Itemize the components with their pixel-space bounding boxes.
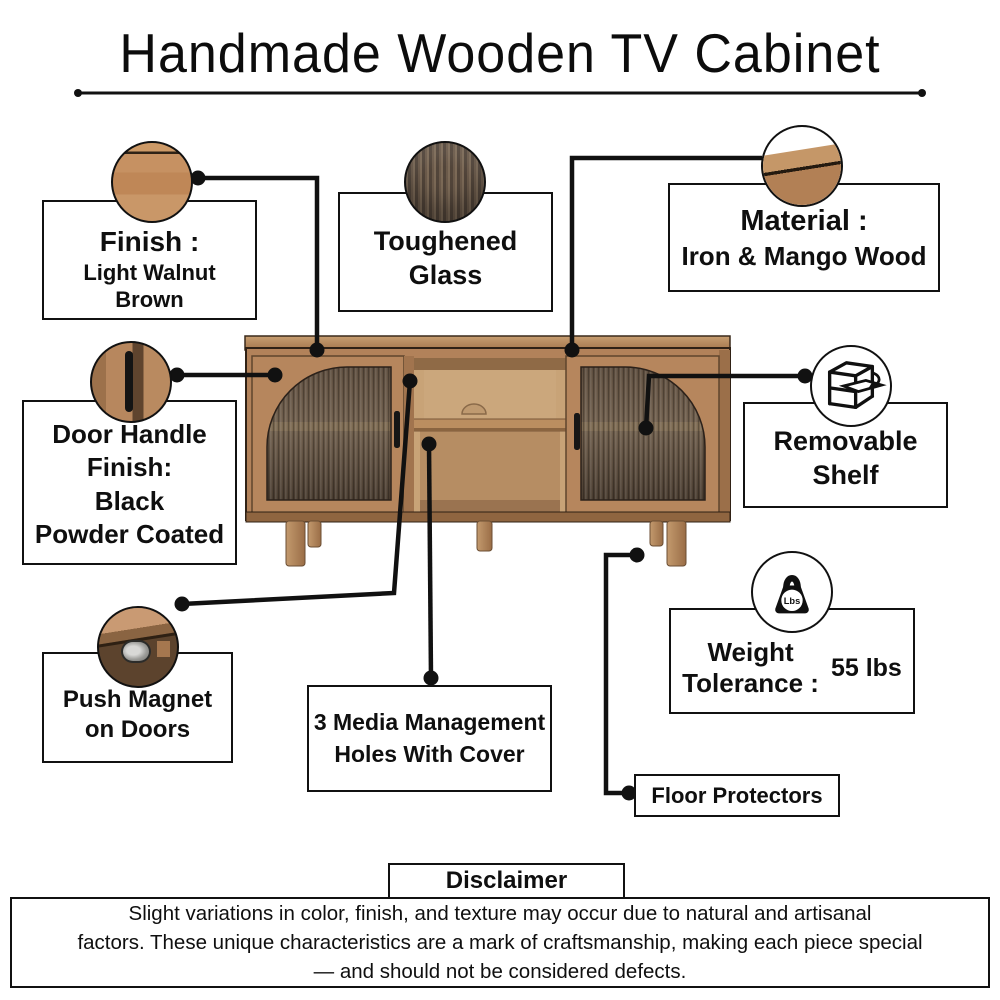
title-underline bbox=[74, 89, 926, 97]
fluted-glass-swatch-icon bbox=[404, 141, 486, 223]
disclaimer-line: Slight variations in color, finish, and … bbox=[128, 901, 872, 925]
wood-finish-swatch-icon bbox=[111, 141, 193, 223]
removable-shelf-icon bbox=[810, 345, 892, 427]
callout-line: 3 Media Management bbox=[313, 709, 546, 736]
callout-line: Holes With Cover bbox=[334, 740, 525, 767]
callout-line: Tolerance : bbox=[682, 668, 819, 698]
callout-media-holes: 3 Media Management Holes With Cover bbox=[307, 685, 552, 792]
page-title: Handmade Wooden TV Cabinet bbox=[119, 23, 881, 85]
callout-line: Toughened bbox=[373, 226, 518, 256]
callout-title: Weight Tolerance : bbox=[682, 637, 819, 699]
disclaimer-heading-box: Disclaimer bbox=[388, 863, 625, 899]
callout-line: on Doors bbox=[84, 716, 191, 743]
callout-line: Shelf bbox=[812, 459, 879, 490]
callout-floor-protectors: Floor Protectors bbox=[634, 774, 840, 817]
right-glass-door bbox=[565, 355, 720, 516]
callout-line: Glass bbox=[408, 259, 483, 290]
callout-title: Finish : bbox=[99, 226, 200, 257]
cable-hole bbox=[461, 403, 487, 415]
callout-door-handle: Door Handle Finish: Black Powder Coated bbox=[22, 400, 237, 565]
callout-line: Push Magnet bbox=[62, 686, 213, 713]
open-shelf-section bbox=[407, 358, 573, 512]
magnet bbox=[120, 639, 151, 663]
lbs-label: Lbs bbox=[784, 596, 800, 606]
left-door-handle bbox=[394, 411, 400, 448]
callout-title: Material : bbox=[740, 205, 868, 237]
wood-block bbox=[156, 640, 170, 658]
callout-weight-tolerance: Weight Tolerance : 55 lbs bbox=[669, 608, 915, 714]
callout-removable-shelf: Removable Shelf bbox=[743, 402, 948, 508]
wood-slab bbox=[763, 142, 841, 205]
callout-line: Powder Coated bbox=[34, 518, 225, 549]
right-door-handle bbox=[574, 413, 580, 450]
callout-line: Brown bbox=[115, 286, 184, 312]
left-glass-door bbox=[251, 355, 405, 516]
disclaimer-line: — and should not be considered defects. bbox=[313, 960, 687, 984]
callout-line: Finish: bbox=[86, 452, 173, 483]
door-handle-swatch-icon bbox=[90, 341, 172, 423]
connector-lines bbox=[177, 155, 805, 796]
callout-line: Iron & Mango Wood bbox=[681, 241, 927, 272]
wood-corner-swatch-icon bbox=[761, 125, 843, 207]
weight-lbs-icon: Lbs bbox=[751, 551, 833, 633]
disclaimer-line: factors. These unique characteristics ar… bbox=[77, 930, 923, 954]
cabinet-legs bbox=[285, 520, 687, 567]
callout-line: Black bbox=[94, 485, 165, 516]
callout-line: Light Walnut bbox=[83, 260, 216, 286]
callout-line: Removable bbox=[773, 426, 918, 456]
callout-line: Door Handle bbox=[52, 419, 207, 449]
disclaimer-body-box: Slight variations in color, finish, and … bbox=[10, 897, 990, 988]
connector-dots bbox=[169, 170, 813, 801]
disclaimer-heading: Disclaimer bbox=[445, 867, 568, 894]
callout-line: Floor Protectors bbox=[651, 782, 823, 808]
weight-value: 55 lbs bbox=[830, 653, 902, 682]
callout-line: Weight bbox=[707, 636, 794, 667]
cabinet-body bbox=[244, 335, 731, 567]
push-magnet-swatch-icon bbox=[97, 606, 179, 688]
